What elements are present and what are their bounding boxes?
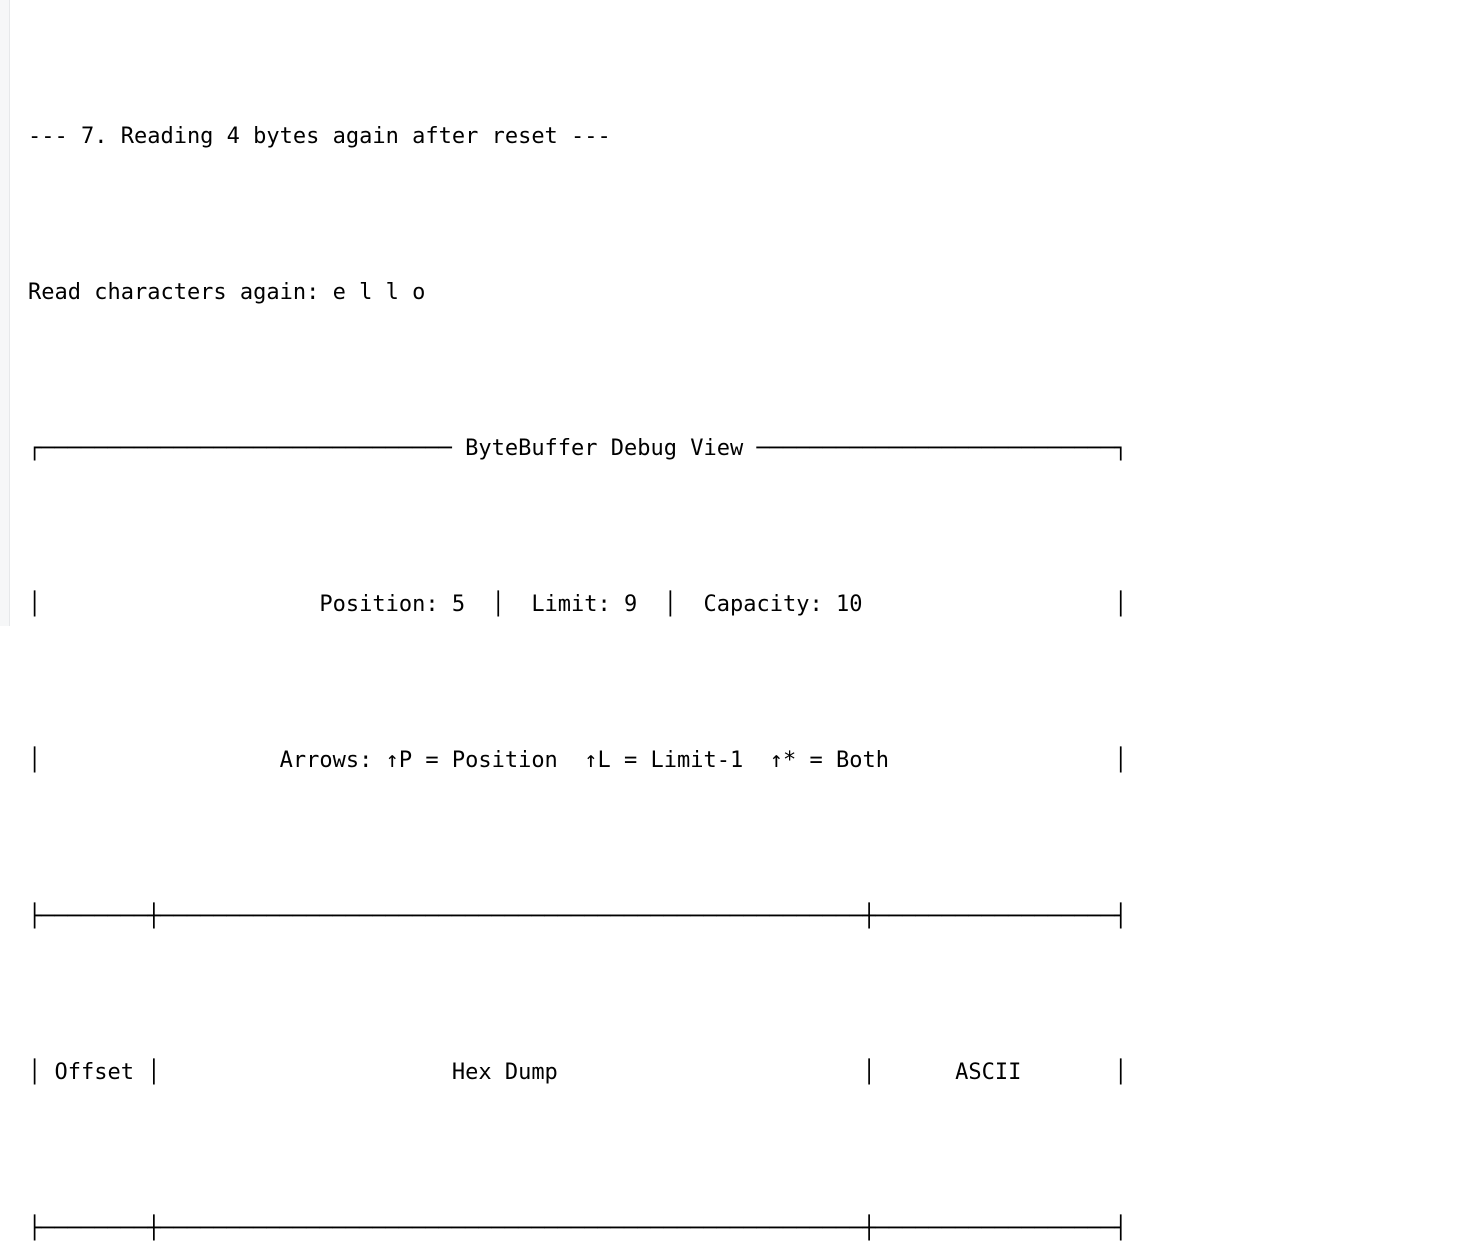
- left-gutter: [0, 0, 10, 626]
- read-characters-line: Read characters again: e l l o: [28, 280, 426, 305]
- table-separator-top: ├────────┼──────────────────────────────…: [28, 904, 1128, 929]
- debug-view-top-border: ┌─────────────────────────────── ByteBuf…: [28, 436, 1128, 461]
- section-header-line: --- 7. Reading 4 bytes again after reset…: [28, 124, 611, 149]
- debug-view-stats-line: │ Position: 5 │ Limit: 9 │ Capacity: 10 …: [28, 592, 1128, 617]
- table-separator-mid: ├────────┼──────────────────────────────…: [28, 1216, 1128, 1241]
- table-header-row: │ Offset │ Hex Dump │ ASCII │: [28, 1060, 1128, 1085]
- console-output[interactable]: --- 7. Reading 4 bytes again after reset…: [28, 0, 1464, 1241]
- debug-view-arrows-legend-line: │ Arrows: ↑P = Position ↑L = Limit-1 ↑* …: [28, 748, 1128, 773]
